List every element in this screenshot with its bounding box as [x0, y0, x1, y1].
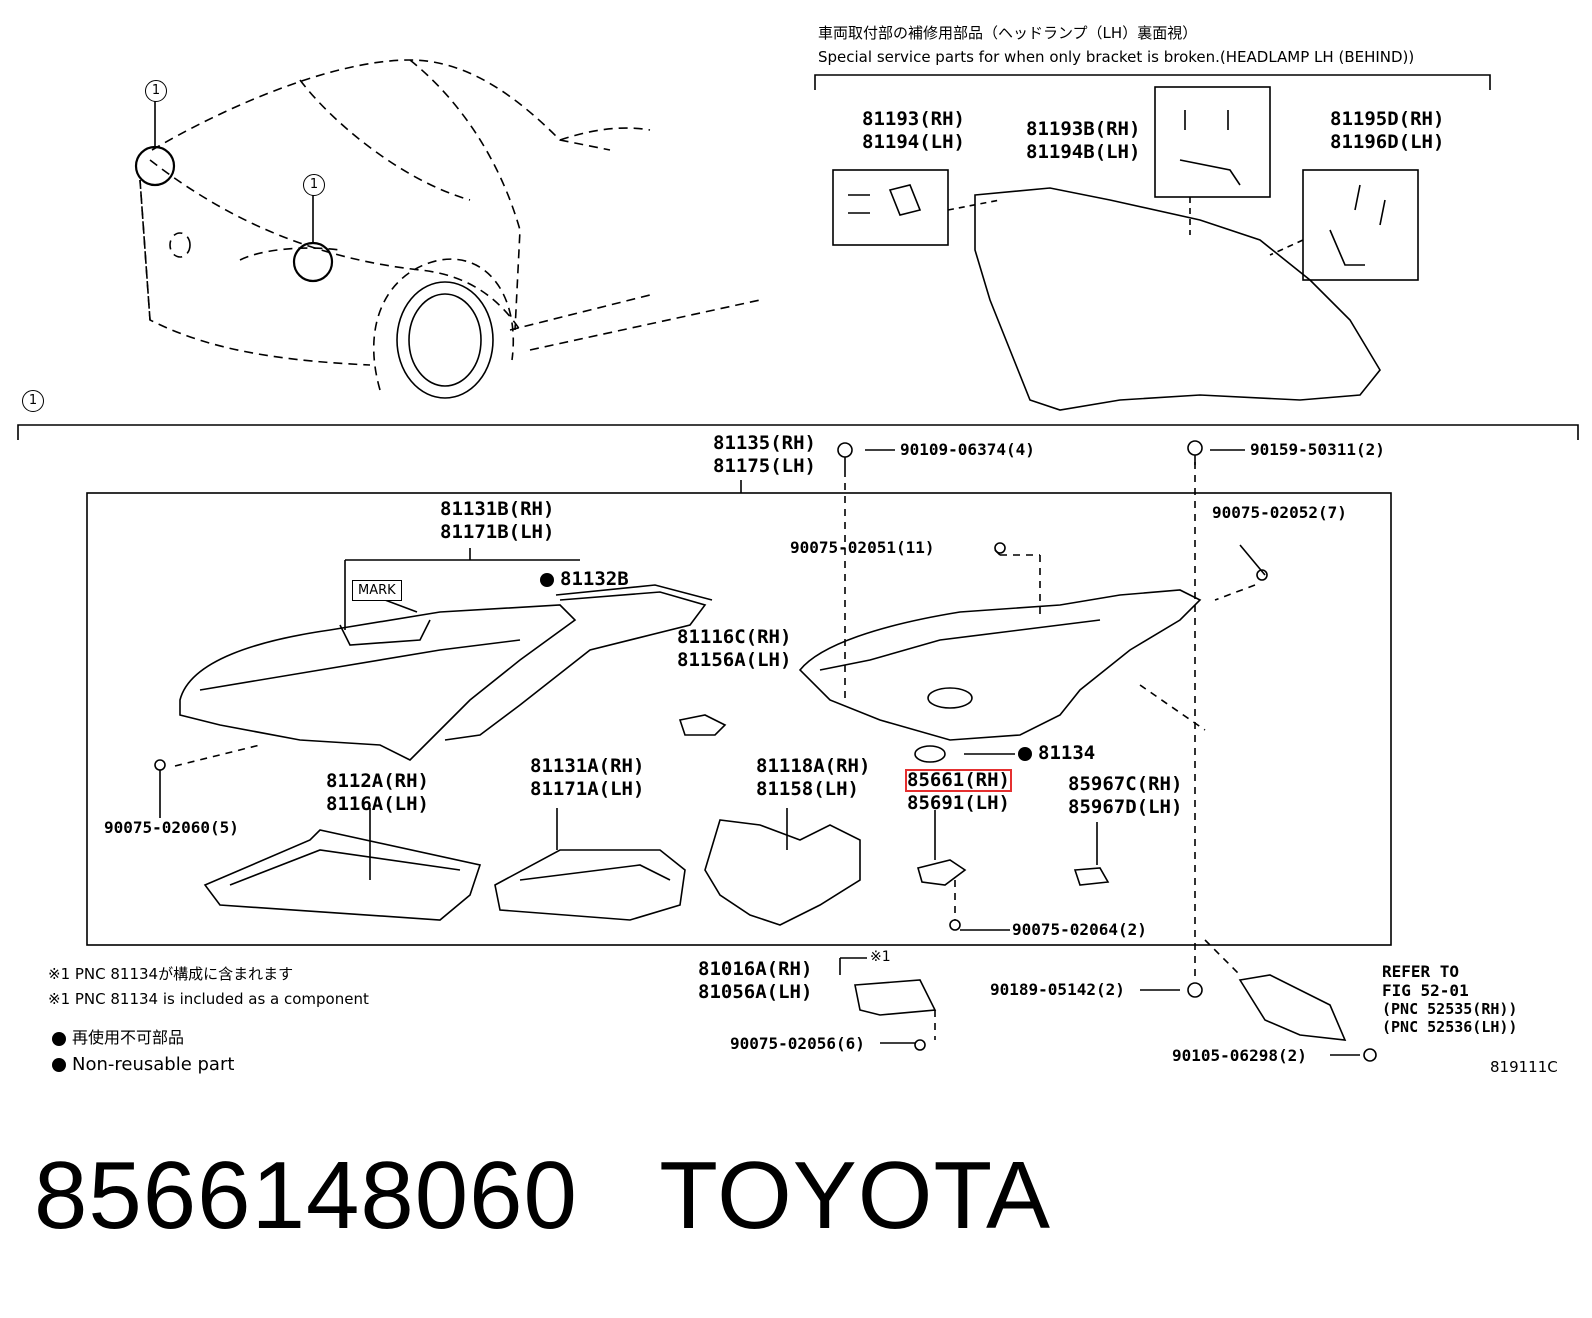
- bracket-section-bracket: [814, 74, 1491, 90]
- label-81016a[interactable]: 81016A(RH)81056A(LH): [698, 958, 813, 1003]
- callout-marker: 1: [22, 390, 44, 412]
- label-90159[interactable]: 90159-50311(2): [1250, 440, 1385, 459]
- refer-to-fig[interactable]: REFER TO FIG 52-01 (PNC 52535(RH)) (PNC …: [1382, 962, 1518, 1037]
- headlamp-lens-illustration: [179, 604, 577, 761]
- label-81116c[interactable]: 81116C(RH)81156A(LH): [677, 626, 792, 671]
- cover-85967c: [1073, 867, 1110, 886]
- legend-non-reusable-en: Non-reusable part: [52, 1056, 234, 1074]
- front-wheel: [372, 258, 514, 399]
- clip-box-81195d: [1302, 169, 1419, 281]
- headlamp-assy-box: [86, 492, 1392, 946]
- part-number-title: 8566148060 TOYOTA: [34, 1142, 1052, 1249]
- label-90075-02052[interactable]: 90075-02052(7): [1212, 503, 1347, 522]
- reflector-81131a: [494, 849, 686, 921]
- bracket-81118a: [704, 819, 861, 926]
- highlighted-part-85661[interactable]: 85661(RH): [905, 769, 1012, 792]
- non-reusable-dot: [540, 572, 554, 587]
- legend-non-reusable-jp: 再使用不可部品: [52, 1030, 184, 1046]
- note-component-en: ※1 PNC 81134 is included as a component: [48, 990, 369, 1008]
- label-81134[interactable]: 81134: [1018, 744, 1095, 763]
- label-81135[interactable]: 81135(RH)81175(LH): [713, 432, 816, 477]
- label-8112a[interactable]: 8112A(RH)8116A(LH): [326, 770, 429, 815]
- label-90075-02060[interactable]: 90075-02060(5): [104, 818, 239, 837]
- mark-label: MARK: [352, 580, 402, 601]
- clip-box-81193b: [1154, 86, 1271, 198]
- module-85661: [917, 859, 967, 886]
- label-81195d[interactable]: 81195D(RH)81196D(LH): [1330, 108, 1445, 153]
- bracket-header-jp: 車両取付部の補修用部品（ヘッドランプ（LH）裏面視）: [818, 24, 1198, 42]
- figure-code: 819111C: [1490, 1058, 1558, 1076]
- label-81193[interactable]: 81193(RH)81194(LH): [862, 108, 965, 153]
- clip-81116c: [678, 714, 727, 736]
- headlamp-lh-behind-outline: [974, 187, 1381, 411]
- label-81118a[interactable]: 81118A(RH)81158(LH): [756, 755, 871, 800]
- label-81131a[interactable]: 81131A(RH)81171A(LH): [530, 755, 645, 800]
- label-90075-02056[interactable]: 90075-02056(6): [730, 1034, 865, 1053]
- bracket-header-en: Special service parts for when only brac…: [818, 48, 1415, 66]
- label-90189[interactable]: 90189-05142(2): [990, 980, 1125, 999]
- label-81132b[interactable]: 81132B: [540, 570, 629, 589]
- non-reusable-dot: [52, 1058, 66, 1072]
- headlamp-housing-illustration: [798, 589, 1202, 741]
- label-90109[interactable]: 90109-06374(4): [900, 440, 1035, 459]
- note-component-jp: ※1 PNC 81134が構成に含まれます: [48, 965, 294, 983]
- label-90105[interactable]: 90105-06298(2): [1172, 1046, 1307, 1065]
- label-81193b[interactable]: 81193B(RH)81194B(LH): [1026, 118, 1141, 163]
- label-85967c[interactable]: 85967C(RH)85967D(LH): [1068, 773, 1183, 818]
- callout-marker: 1: [303, 174, 325, 196]
- headlamp-location-circle: [134, 145, 176, 187]
- bezel-8112a: [203, 829, 482, 921]
- label-90075-02064[interactable]: 90075-02064(2): [1012, 920, 1147, 939]
- callout-marker: 1: [145, 80, 167, 102]
- screws-top: [848, 110, 1386, 266]
- gasket-81132b: [444, 591, 707, 741]
- module-81016a: [854, 979, 937, 1016]
- bolt-icons: [154, 440, 1377, 1062]
- label-90075-02051[interactable]: 90075-02051(11): [790, 538, 935, 557]
- label-85661[interactable]: 85661(RH)85691(LH): [905, 769, 1012, 814]
- non-reusable-dot: [52, 1031, 66, 1046]
- non-reusable-dot: [1018, 746, 1032, 761]
- main-section-bracket: [17, 424, 1579, 440]
- bracket-52535: [1238, 974, 1347, 1041]
- gasket-81134: [914, 745, 946, 763]
- kome-mark: ※1: [870, 949, 891, 965]
- car-front-illustration: [139, 59, 761, 366]
- clip-box-81193: [832, 169, 949, 246]
- headlamp-location-circle: [292, 241, 334, 283]
- label-81131b[interactable]: 81131B(RH)81171B(LH): [440, 498, 555, 543]
